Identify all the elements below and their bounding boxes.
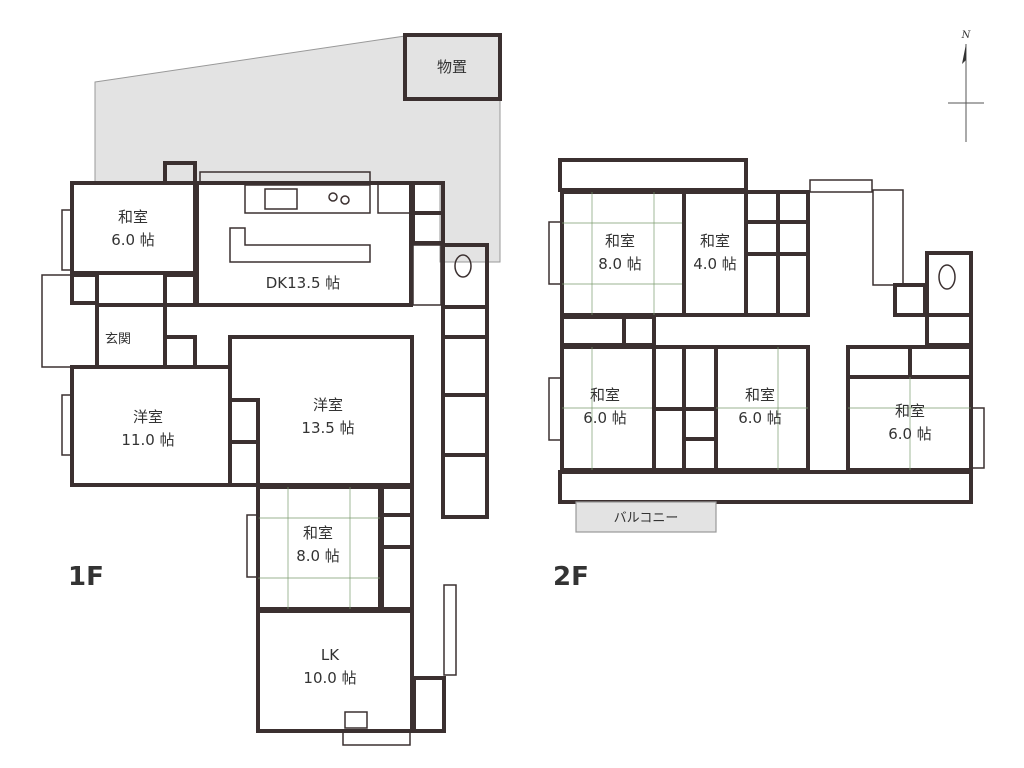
yoshitsu-11-size: 11.0 帖 bbox=[121, 431, 174, 449]
sink-icon bbox=[264, 188, 298, 210]
closet bbox=[228, 398, 260, 444]
window bbox=[809, 179, 873, 193]
closet bbox=[652, 345, 686, 411]
washitsu-4-2f-size: 4.0 帖 bbox=[693, 255, 737, 273]
closet bbox=[682, 437, 718, 472]
floor-label-2f: 2F bbox=[553, 562, 589, 592]
washroom bbox=[441, 305, 489, 339]
stove-icon bbox=[328, 192, 338, 202]
closet bbox=[622, 315, 656, 347]
lk-label: LK bbox=[321, 646, 340, 664]
genkan-label: 玄関 bbox=[105, 332, 131, 347]
window bbox=[246, 514, 259, 578]
washitsu-8-2f-size: 8.0 帖 bbox=[598, 255, 642, 273]
washitsu-4-2f-room bbox=[682, 190, 748, 317]
washitsu-8-1f-label: 和室 bbox=[303, 524, 333, 542]
closet bbox=[163, 161, 197, 185]
closet bbox=[744, 220, 780, 256]
closet bbox=[380, 545, 414, 611]
shed-label: 物置 bbox=[437, 58, 467, 76]
second-floor: 和室 8.0 帖 和室 4.0 帖 和室 6.0 帖 bbox=[548, 30, 985, 592]
washroom bbox=[925, 313, 973, 347]
yoshitsu-13-label: 洋室 bbox=[313, 396, 343, 414]
shed-room bbox=[403, 33, 502, 101]
compass-icon: N bbox=[948, 30, 984, 142]
yoshitsu-11-room bbox=[70, 365, 232, 487]
lk-size: 10.0 帖 bbox=[303, 669, 356, 687]
window bbox=[61, 394, 73, 456]
corridor bbox=[558, 470, 973, 504]
balcony-label: バルコニー bbox=[614, 511, 679, 526]
washitsu-8-1f-size: 8.0 帖 bbox=[296, 547, 340, 565]
closet bbox=[380, 513, 414, 549]
tile-floor bbox=[41, 274, 98, 368]
toilet-room bbox=[925, 251, 973, 317]
closet bbox=[776, 190, 810, 224]
kitchen-counter bbox=[244, 184, 371, 214]
washitsu-6-1f-size: 6.0 帖 bbox=[111, 231, 155, 249]
window bbox=[199, 171, 371, 183]
dk-label: DK13.5 帖 bbox=[266, 274, 341, 292]
stairs bbox=[412, 244, 442, 306]
toilet-icon bbox=[454, 254, 472, 278]
window bbox=[971, 407, 985, 469]
closet bbox=[411, 211, 445, 245]
closet bbox=[412, 676, 446, 733]
closet bbox=[411, 181, 445, 215]
closet bbox=[846, 345, 912, 379]
stove-icon bbox=[340, 195, 350, 205]
stairs bbox=[872, 189, 904, 286]
closet bbox=[682, 345, 718, 411]
washitsu-6-2f-right-room bbox=[846, 375, 973, 472]
washitsu-8-2f-label: 和室 bbox=[605, 232, 635, 250]
tile-floor bbox=[377, 182, 412, 214]
closet bbox=[380, 485, 414, 517]
washitsu-6-2f-left-label: 和室 bbox=[590, 386, 620, 404]
yoshitsu-11-label: 洋室 bbox=[133, 408, 163, 426]
window bbox=[548, 221, 562, 285]
lk-room bbox=[256, 609, 414, 733]
closet bbox=[228, 398, 260, 444]
floor-label-1f: 1F bbox=[68, 562, 104, 592]
corridor bbox=[558, 158, 748, 192]
yoshitsu-13-size: 13.5 帖 bbox=[301, 419, 354, 437]
kitchen-island bbox=[229, 227, 371, 263]
closet bbox=[228, 440, 260, 487]
balcony bbox=[575, 501, 717, 533]
window bbox=[548, 377, 562, 441]
washitsu-6-1f-label: 和室 bbox=[118, 208, 148, 226]
closet bbox=[163, 335, 197, 369]
closet bbox=[652, 407, 686, 472]
washitsu-8-2f-room bbox=[560, 190, 686, 317]
bath-room bbox=[441, 335, 489, 397]
washitsu-6-2f-right-size: 6.0 帖 bbox=[888, 425, 932, 443]
closet bbox=[228, 440, 260, 487]
closet bbox=[776, 252, 810, 317]
first-floor: 物置 和室 6.0 帖 DK13.5 帖 玄関 bbox=[41, 33, 502, 746]
washitsu-6-2f-center-room bbox=[714, 345, 810, 472]
washitsu-6-2f-center-label: 和室 bbox=[745, 386, 775, 404]
washitsu-4-2f-label: 和室 bbox=[700, 232, 730, 250]
toilet-icon bbox=[938, 264, 956, 290]
washitsu-6-2f-right-label: 和室 bbox=[895, 402, 925, 420]
washitsu-6-1f-room bbox=[70, 181, 197, 275]
compass-north-label: N bbox=[961, 30, 972, 41]
closet bbox=[70, 273, 99, 305]
window bbox=[342, 730, 411, 746]
washitsu-6-2f-left-size: 6.0 帖 bbox=[583, 409, 627, 427]
closet bbox=[560, 315, 626, 347]
closet bbox=[744, 190, 780, 224]
washitsu-6-2f-center-size: 6.0 帖 bbox=[738, 409, 782, 427]
window bbox=[443, 584, 457, 676]
closet bbox=[893, 283, 927, 317]
bath-room bbox=[441, 453, 489, 519]
closet bbox=[163, 273, 197, 307]
closet bbox=[908, 345, 973, 379]
bath-room bbox=[441, 393, 489, 457]
window bbox=[61, 209, 73, 271]
stove-icon bbox=[344, 711, 368, 729]
closet bbox=[744, 252, 780, 317]
closet bbox=[776, 220, 810, 256]
